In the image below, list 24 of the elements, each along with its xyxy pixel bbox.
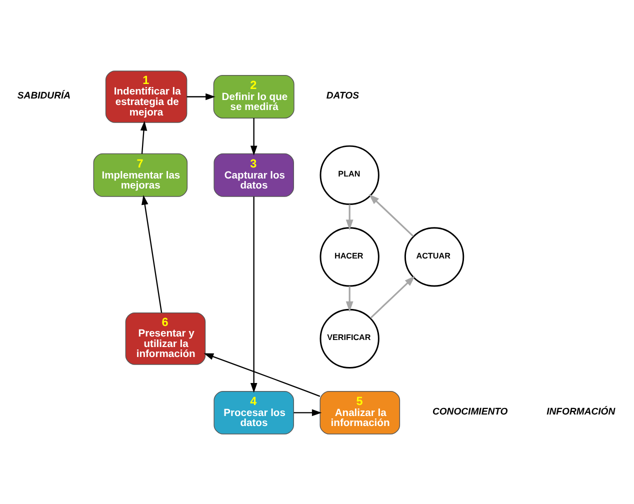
arrow <box>204 352 320 396</box>
node-box: 2 Definir lo que se medirá <box>213 74 294 118</box>
arrow <box>368 194 414 236</box>
node-box: 1 Indentificar la estrategia de mejora <box>105 70 188 122</box>
node-box: 4 Procesar los datos <box>214 390 294 434</box>
node-circle: VERIFICAR <box>320 308 380 368</box>
arrow <box>141 194 162 312</box>
node-box: 3 Capturar los datos <box>214 152 294 196</box>
arrow <box>346 286 354 312</box>
arrow <box>186 92 216 100</box>
arrow <box>346 204 354 230</box>
label: INFORMACIÓN <box>546 406 616 417</box>
arrow <box>250 118 258 156</box>
label: DATOS <box>326 90 359 101</box>
label: SABIDURÍA <box>17 90 71 101</box>
node-box: 6 Presentar y utilizar la información <box>125 312 206 364</box>
arrow <box>250 196 258 392</box>
arrow <box>370 275 416 318</box>
arrow <box>140 120 148 154</box>
node-circle: HACER <box>320 226 380 286</box>
arrow <box>294 408 322 416</box>
label: CONOCIMIENTO <box>432 406 508 417</box>
node-box: 7 Implementar las mejoras <box>93 152 188 196</box>
node-box: 5 Analizar la información <box>320 390 400 434</box>
